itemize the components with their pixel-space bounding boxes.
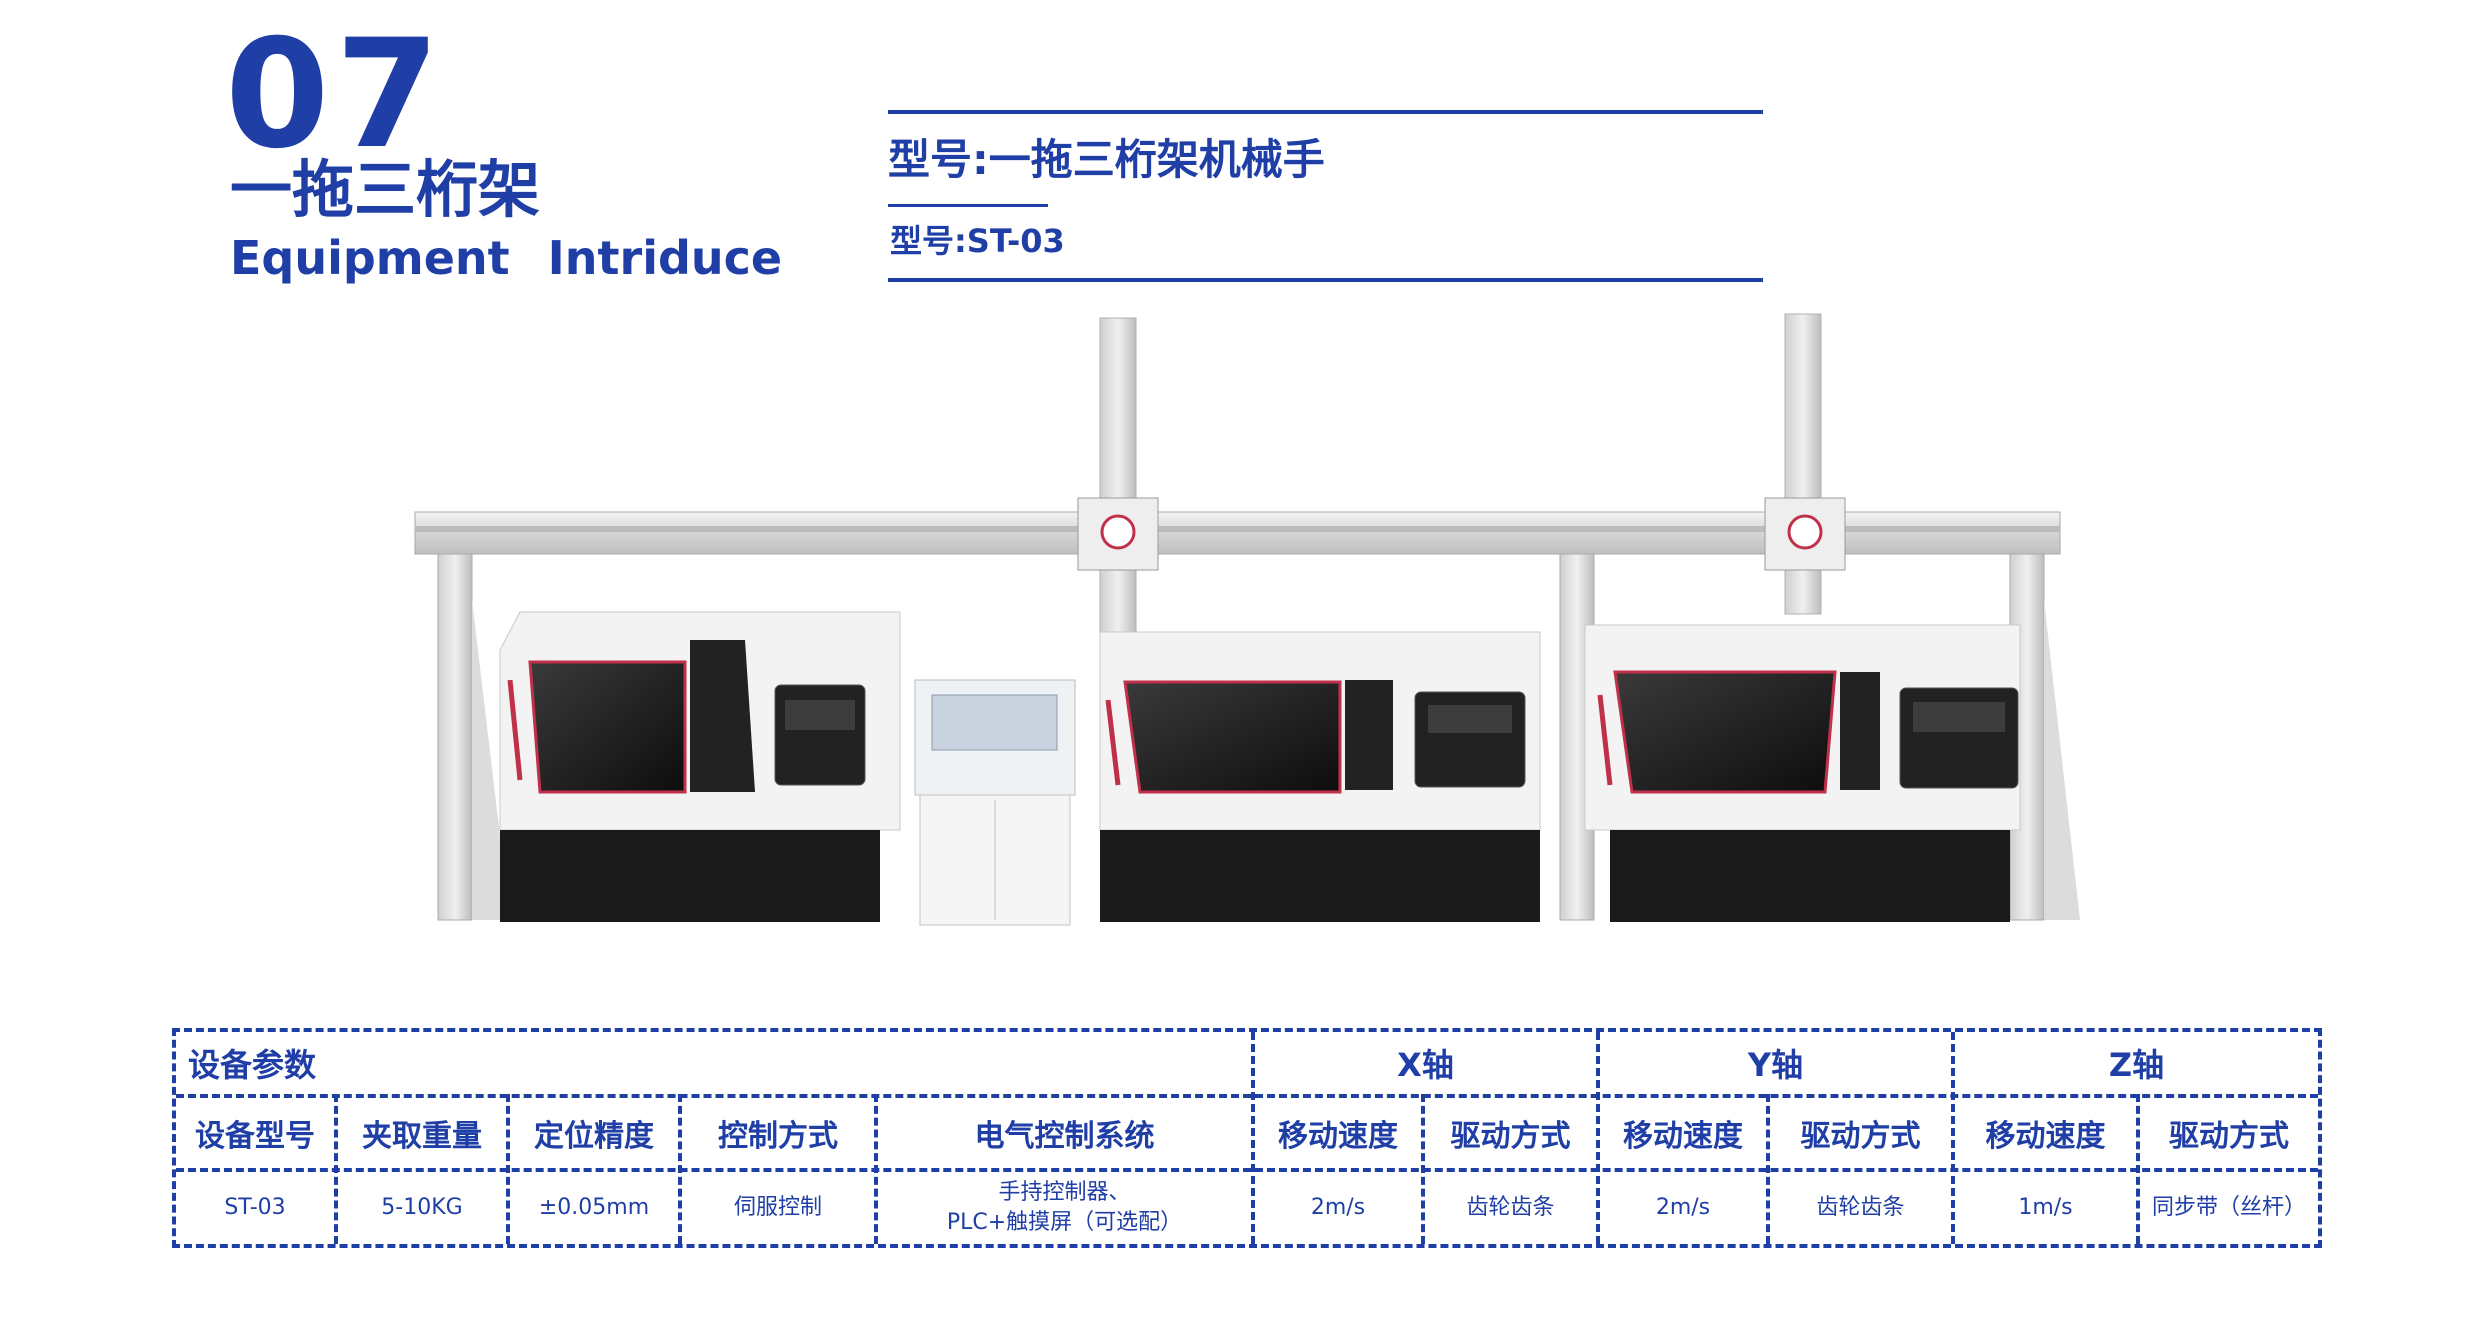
col-header-control: 控制方式	[718, 1119, 838, 1154]
group-divider-z	[1951, 1032, 1955, 1244]
col-divider	[1766, 1094, 1770, 1244]
col-header-precision: 定位精度	[534, 1119, 654, 1154]
col-divider	[874, 1094, 878, 1244]
group-divider-x	[1251, 1032, 1255, 1244]
col-header-z-speed: 移动速度	[1985, 1119, 2106, 1154]
col-header-load: 夹取重量	[362, 1119, 482, 1154]
value-y-speed: 2m/s	[1655, 1195, 1711, 1220]
section-number: 07	[225, 8, 446, 182]
loading-station	[914, 679, 1076, 926]
short-rule	[888, 204, 1048, 207]
header-z-axis: Z轴	[2108, 1046, 2165, 1084]
col-divider	[506, 1094, 510, 1244]
section-title: 一拖三桁架	[230, 153, 541, 226]
col-header-z-drive: 驱动方式	[2169, 1119, 2289, 1154]
col-divider	[678, 1094, 682, 1244]
value-electric: 手持控制器、 PLC+触摸屏（可选配）	[878, 1172, 1251, 1244]
col-header-x-drive: 驱动方式	[1450, 1119, 1571, 1154]
value-electric-line2: PLC+触摸屏（可选配）	[946, 1210, 1183, 1235]
col-header-electric: 电气控制系统	[974, 1119, 1155, 1154]
col-divider	[334, 1094, 338, 1244]
model-title: 型号:一拖三桁架机械手	[888, 135, 1325, 184]
gantry-robot-illustration	[414, 313, 2080, 926]
cnc-lathe-3	[1584, 624, 2021, 922]
header-params: 设备参数	[188, 1046, 317, 1084]
row-divider-1	[176, 1094, 2318, 1098]
value-z-drive: 同步带（丝杆）	[2151, 1195, 2306, 1220]
value-model: ST-03	[224, 1195, 286, 1220]
header-x-axis: X轴	[1397, 1046, 1454, 1084]
col-header-y-speed: 移动速度	[1623, 1119, 1743, 1154]
value-y-drive: 齿轮齿条	[1816, 1195, 1905, 1220]
value-electric-line1: 手持控制器、	[998, 1180, 1131, 1205]
header-y-axis: Y轴	[1747, 1046, 1804, 1084]
model-code: 型号:ST-03	[890, 222, 1065, 260]
value-x-drive: 齿轮齿条	[1466, 1195, 1555, 1220]
col-header-y-drive: 驱动方式	[1800, 1119, 1921, 1154]
cnc-lathe-1	[499, 611, 901, 922]
top-rule	[888, 110, 1763, 114]
group-divider-y	[1596, 1032, 1600, 1244]
value-load: 5-10KG	[381, 1195, 463, 1220]
col-header-x-speed: 移动速度	[1278, 1119, 1398, 1154]
bottom-rule	[888, 278, 1763, 282]
spec-table: 设备参数 X轴 Y轴 Z轴 设备型号 夹取重量 定位精度 控制方式 电气控制系统…	[172, 1028, 2322, 1248]
value-control: 伺服控制	[733, 1195, 822, 1220]
value-z-speed: 1m/s	[2018, 1195, 2073, 1220]
value-precision: ±0.05mm	[538, 1195, 650, 1220]
col-divider	[2136, 1094, 2140, 1244]
col-divider	[1421, 1094, 1425, 1244]
section-subtitle: Equipment Intriduce	[230, 231, 783, 285]
col-header-model: 设备型号	[195, 1119, 315, 1154]
row-divider-2	[176, 1168, 2318, 1172]
cnc-lathe-2	[1099, 631, 1541, 922]
value-x-speed: 2m/s	[1310, 1195, 1366, 1220]
